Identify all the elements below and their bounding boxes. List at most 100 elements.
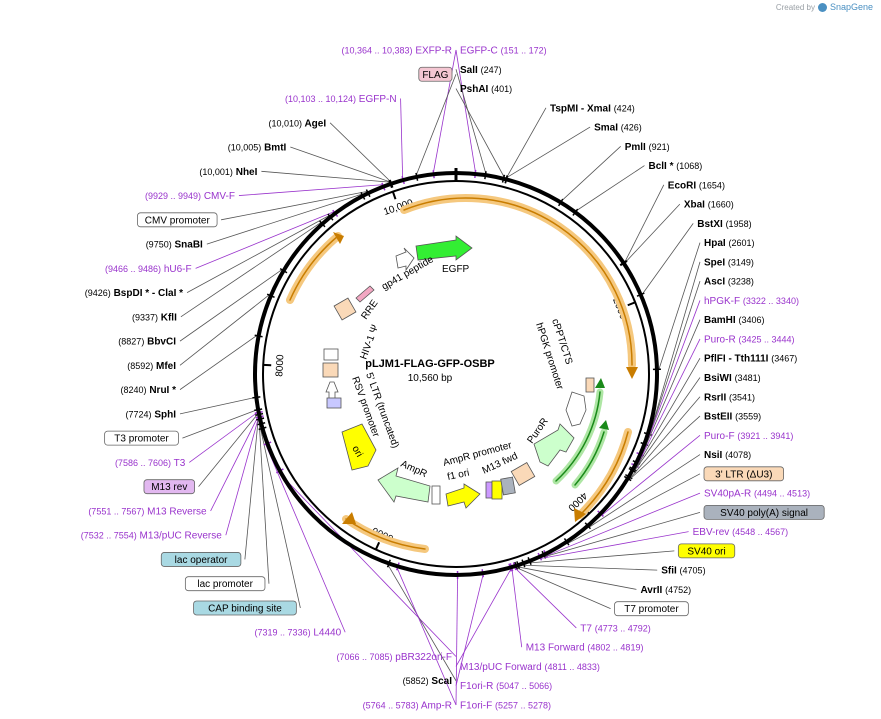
leader-line: [179, 397, 255, 415]
feature-label-group[interactable]: BclI * (1068): [648, 161, 702, 172]
feature-label-group[interactable]: SV40 poly(A) signal: [703, 504, 825, 520]
feature-label-group[interactable]: AvrII (4752): [640, 585, 691, 596]
feature-label-group[interactable]: (7724) SphI: [126, 409, 177, 420]
primer-label: EBV-rev (4548 .. 4567): [693, 527, 789, 538]
site-coord: (1958): [726, 219, 752, 229]
feature-label-group[interactable]: (9929 .. 9949) CMV-F: [145, 191, 235, 202]
feature-label-group[interactable]: SV40pA-R (4494 .. 4513): [704, 489, 810, 500]
feature-label-group[interactable]: EBV-rev (4548 .. 4567): [693, 527, 789, 538]
rsv-promoter-feature: [325, 381, 339, 401]
feature-label-group[interactable]: (7586 .. 7606) T3: [115, 458, 186, 469]
leader-line: [511, 569, 523, 648]
feature-label-group[interactable]: T3 promoter: [104, 430, 179, 446]
feature-label-group[interactable]: (10,001) NheI: [199, 167, 257, 178]
feature-label-group[interactable]: NsiI (4078): [704, 450, 751, 461]
feature-label-group[interactable]: (8240) NruI *: [121, 385, 177, 396]
site-coord: (3425 .. 3444): [738, 334, 794, 344]
feature-label-group[interactable]: CAP binding site: [193, 600, 297, 616]
feature-label-group[interactable]: SfiI (4705): [661, 566, 705, 577]
site-coord: (10,001): [199, 167, 233, 177]
feature-label-group[interactable]: PmlI (921): [625, 142, 670, 153]
feature-label-group[interactable]: BstXI (1958): [697, 219, 751, 230]
site-name: BsiWI: [704, 373, 732, 384]
feature-label-group[interactable]: PflFI - Tth111I (3467): [704, 354, 797, 365]
t7-feature: [491, 480, 503, 500]
feature-label-group[interactable]: XbaI (1660): [684, 200, 734, 211]
feature-label-group[interactable]: (5764 .. 5783) Amp-R: [363, 701, 452, 712]
feature-label-group[interactable]: Puro-F (3921 .. 3941): [704, 431, 793, 442]
site-name: AvrII: [640, 585, 662, 596]
site-coord: (7586 .. 7606): [115, 458, 171, 468]
feature-label-group[interactable]: SmaI (426): [594, 123, 642, 134]
feature-label-group[interactable]: (7066 .. 7085) pBR322ori-F: [336, 652, 452, 663]
feature-label-group[interactable]: TspMI - XmaI (424): [550, 103, 635, 114]
site-coord: (9929 .. 9949): [145, 191, 201, 201]
leader-line: [588, 454, 701, 528]
site-coord: (424): [614, 103, 635, 113]
site-coord: (5764 .. 5783): [363, 701, 419, 711]
feature-label-group[interactable]: HpaI (2601): [704, 238, 754, 249]
feature-label-group[interactable]: (8592) MfeI: [127, 361, 176, 372]
feature-label-group[interactable]: EcoRI (1654): [668, 180, 725, 191]
feature-label-group[interactable]: (5852) ScaI: [403, 676, 453, 687]
feature-label-group[interactable]: (9337) KflI: [132, 312, 177, 323]
feature-label-group[interactable]: (10,005) BmtI: [228, 143, 287, 154]
feature-label-group[interactable]: T7 promoter: [614, 601, 689, 617]
leader-line: [629, 415, 701, 480]
leader-line: [265, 443, 346, 633]
feature-box: [703, 466, 784, 482]
feature-label-group[interactable]: SV40 ori: [677, 543, 736, 559]
feature-label-group[interactable]: F1ori-R (5047 .. 5066): [460, 681, 552, 692]
feature-label-group[interactable]: EGFP-C (151 .. 172): [460, 46, 547, 57]
leader-line: [455, 575, 484, 686]
feature-label-group[interactable]: (8827) BbvCI: [118, 337, 176, 348]
site-coord: (9426): [85, 288, 111, 298]
feature-label-group[interactable]: hPGK-F (3322 .. 3340): [704, 296, 799, 307]
site-coord: (1660): [708, 200, 734, 210]
feature-label-group[interactable]: (9750) SnaBI: [146, 240, 203, 251]
feature-label-group[interactable]: (7551 .. 7567) M13 Reverse: [88, 506, 207, 517]
feature-label-group[interactable]: PshAI (401): [460, 84, 512, 95]
feature-label-group[interactable]: (7319 .. 7336) L4440: [255, 628, 342, 639]
enzyme-label: BclI * (1068): [648, 161, 702, 172]
feature-label-group[interactable]: SpeI (3149): [704, 257, 754, 268]
site-name: SpeI: [704, 257, 725, 268]
feature-label-group[interactable]: BamHI (3406): [704, 315, 764, 326]
feature-label-group[interactable]: AscI (3238): [704, 277, 754, 288]
site-name: NruI *: [149, 385, 176, 396]
feature-label-group[interactable]: CMV promoter: [137, 212, 218, 228]
site-name: BstXI: [697, 219, 723, 230]
leader-line: [400, 98, 404, 179]
feature-label-group[interactable]: (9426) BspDI * - ClaI *: [85, 288, 183, 299]
feature-label-group[interactable]: lac promoter: [184, 576, 266, 592]
feature-label-group[interactable]: SalI (247): [460, 65, 502, 76]
leader-line: [637, 319, 701, 464]
feature-label-group[interactable]: M13 rev: [143, 479, 195, 495]
leader-line: [455, 569, 511, 667]
feature-box-label: SV40 poly(A) signal: [720, 508, 808, 519]
feature-label-group[interactable]: RsrII (3541): [704, 392, 755, 403]
feature-label-group[interactable]: F1ori-F (5257 .. 5278): [460, 701, 551, 712]
enzyme-label: BstEII (3559): [704, 412, 761, 423]
feature-label-group[interactable]: M13 Forward (4802 .. 4819): [526, 643, 644, 654]
feature-label-group[interactable]: 3' LTR (ΔU3): [703, 466, 784, 482]
feature-label-group[interactable]: BstEII (3559): [704, 412, 761, 423]
feature-label-group[interactable]: (10,010) AgeI: [268, 118, 326, 129]
site-coord: (2601): [728, 238, 754, 248]
feature-label-group[interactable]: FLAG: [418, 66, 453, 82]
feature-label-group[interactable]: Puro-R (3425 .. 3444): [704, 334, 795, 345]
feature-label-group[interactable]: T7 (4773 .. 4792): [580, 623, 651, 634]
feature-label-group[interactable]: (10,364 .. 10,383) EXFP-R: [341, 46, 452, 57]
leader-line: [506, 107, 547, 178]
primer-label: F1ori-F (5257 .. 5278): [460, 701, 551, 712]
leader-line: [455, 49, 476, 172]
feature-label-group[interactable]: (10,103 .. 10,124) EGFP-N: [285, 94, 397, 105]
arrowhead-ltr: [574, 508, 586, 522]
label-egfp: EGFP: [442, 264, 470, 275]
feature-label-group[interactable]: lac operator: [160, 552, 242, 567]
feature-label-group[interactable]: (7532 .. 7554) M13/pUC Reverse: [81, 531, 223, 542]
site-name: BmtI: [264, 143, 286, 154]
feature-label-group[interactable]: M13/pUC Forward (4811 .. 4833): [460, 662, 600, 673]
feature-label-group[interactable]: BsiWI (3481): [704, 373, 761, 384]
feature-label-group[interactable]: (9466 .. 9486) hU6-F: [105, 264, 192, 275]
